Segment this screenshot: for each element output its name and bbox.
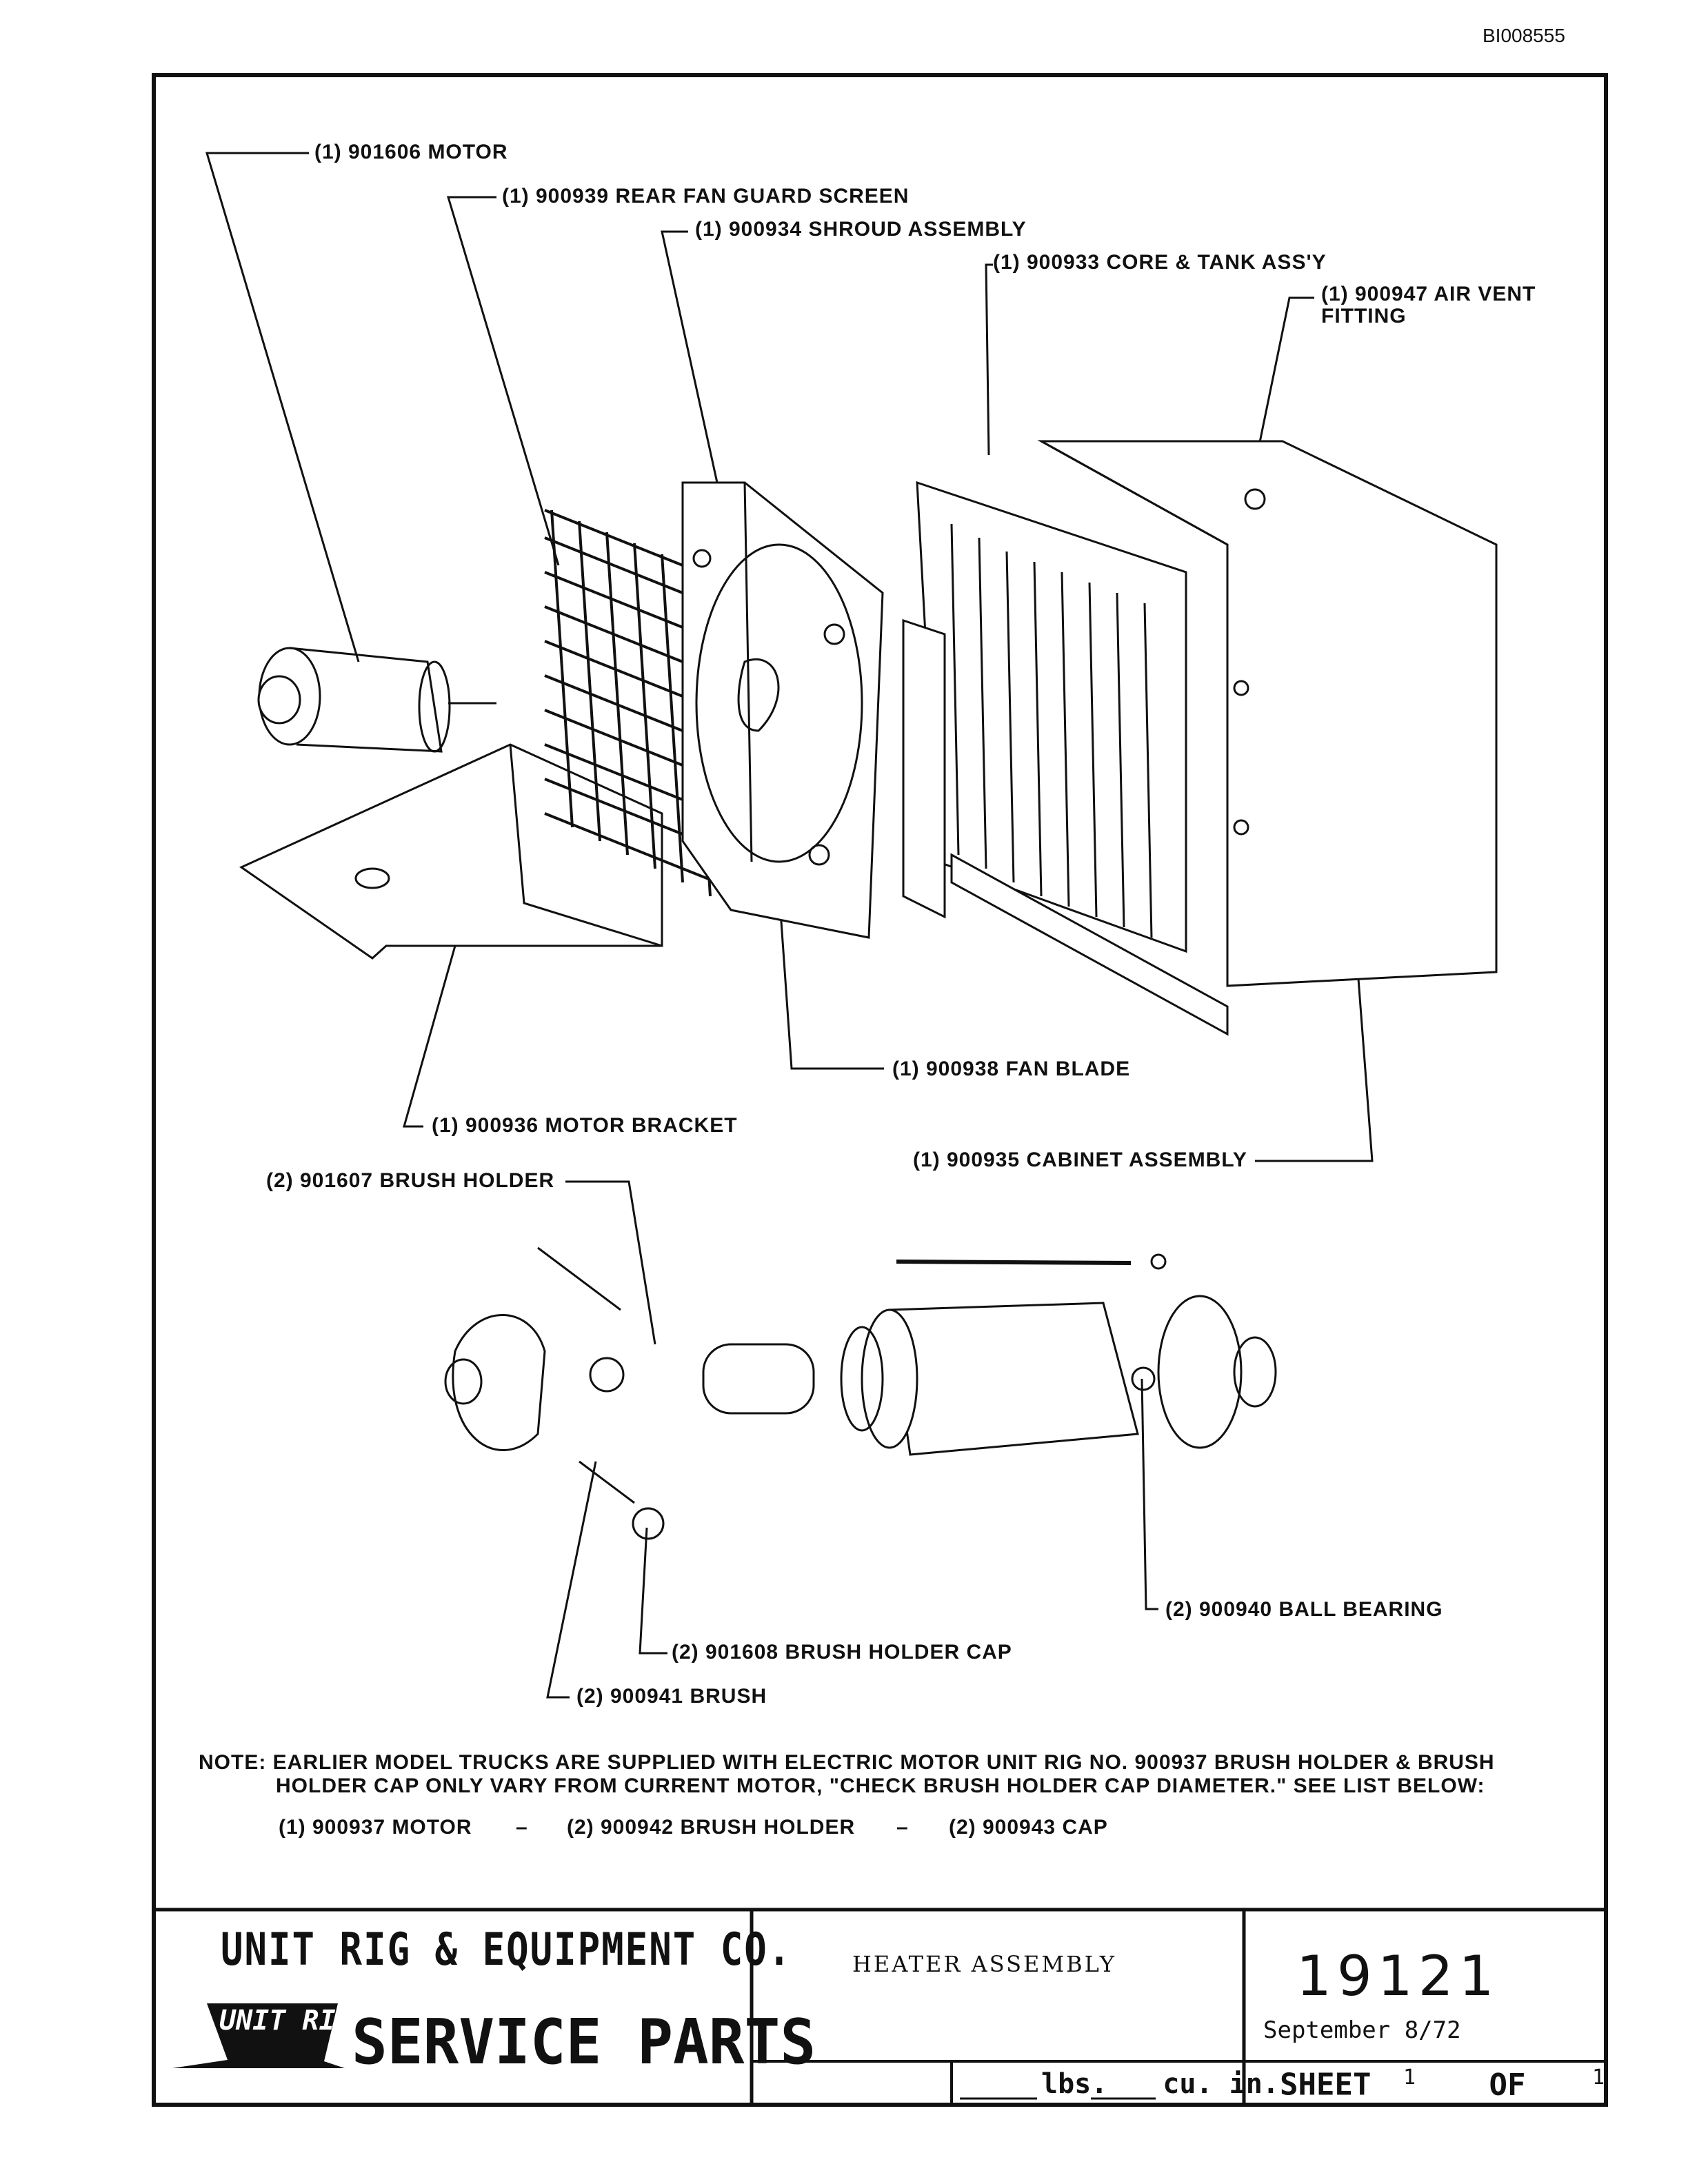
motor-exploded-view xyxy=(444,1246,1277,1540)
callout-brush: (2) 900941 BRUSH xyxy=(576,1685,767,1708)
motor xyxy=(257,647,496,753)
callout-air-vent-line2: FITTING xyxy=(1321,305,1407,327)
core-tank-assembly xyxy=(902,481,1187,953)
note-item-motor: (1) 900937 MOTOR xyxy=(279,1816,472,1839)
drawing-title: HEATER ASSEMBLY xyxy=(852,1951,1116,1977)
callout-rear-fan-guard-screen: (1) 900939 REAR FAN GUARD SCREEN xyxy=(502,185,910,208)
sheet-field: SHEET 1 OF 1 xyxy=(1280,2065,1605,2103)
leader-ball-bearing xyxy=(1141,1378,1158,1610)
callout-shroud-assembly: (1) 900934 SHROUD ASSEMBLY xyxy=(695,218,1027,241)
sheet-label: SHEET xyxy=(1280,2067,1372,2103)
company-name: UNIT RIG & EQUIPMENT CO. xyxy=(221,1923,792,1976)
drawing-number: 19121 xyxy=(1296,1944,1500,2008)
volume-label: cu. in. xyxy=(1163,2068,1279,2100)
note-line2: HOLDER CAP ONLY VARY FROM CURRENT MOTOR,… xyxy=(276,1775,1485,1797)
leader-brush xyxy=(546,1461,597,1699)
leader-rear-screen xyxy=(446,196,560,566)
shroud-assembly xyxy=(681,481,884,939)
of-label: OF xyxy=(1489,2067,1526,2103)
callout-brush-holder-cap: (2) 901608 BRUSH HOLDER CAP xyxy=(672,1641,1012,1664)
callout-cabinet-assembly: (1) 900935 CABINET ASSEMBLY xyxy=(913,1149,1247,1171)
note-separator: – xyxy=(896,1816,909,1839)
weight-label: lbs. xyxy=(1041,2068,1108,2100)
note-item-brush-holder: (2) 900942 BRUSH HOLDER xyxy=(567,1816,856,1839)
document-id: BI008555 xyxy=(1483,25,1565,46)
leader-air-vent xyxy=(1247,296,1314,500)
weight-volume-field: lbs. cu. in. xyxy=(958,2068,1279,2100)
sheet-total: 1 xyxy=(1592,2065,1605,2090)
note-item-cap: (2) 900943 CAP xyxy=(949,1816,1108,1839)
drawing-frame xyxy=(152,73,1608,2107)
drawing-date: September 8/72 xyxy=(1263,2016,1461,2044)
leader-brush-holder-cap xyxy=(639,1527,667,1655)
cabinet-assembly xyxy=(950,440,1498,1036)
leader-motor xyxy=(205,152,360,663)
callout-brush-holder: (2) 901607 BRUSH HOLDER xyxy=(266,1169,555,1192)
callout-motor: (1) 901606 MOTOR xyxy=(314,141,508,163)
callout-ball-bearing: (2) 900940 BALL BEARING xyxy=(1165,1598,1443,1621)
leader-brush-holder xyxy=(565,1180,656,1345)
callout-core-tank: (1) 900933 CORE & TANK ASS'Y xyxy=(993,251,1327,274)
leader-cabinet xyxy=(1255,978,1374,1162)
note-separator: – xyxy=(516,1816,528,1839)
callout-air-vent-line1: (1) 900947 AIR VENT xyxy=(1321,283,1536,305)
leader-core xyxy=(985,263,993,456)
note-line1: NOTE: EARLIER MODEL TRUCKS ARE SUPPLIED … xyxy=(199,1751,1495,1774)
sheet-number: 1 xyxy=(1403,2065,1416,2090)
note: NOTE: EARLIER MODEL TRUCKS ARE SUPPLIED … xyxy=(199,1751,1495,1798)
leader-motor-bracket xyxy=(403,945,456,1128)
unit-rig-logo xyxy=(172,2003,345,2068)
service-parts-label: SERVICE PARTS xyxy=(352,2006,816,2079)
leader-shroud xyxy=(661,230,719,483)
logo-text: UNIT RIG xyxy=(219,2005,352,2036)
callout-motor-bracket: (1) 900936 MOTOR BRACKET xyxy=(432,1114,738,1137)
callout-fan-blade: (1) 900938 FAN BLADE xyxy=(892,1058,1131,1080)
